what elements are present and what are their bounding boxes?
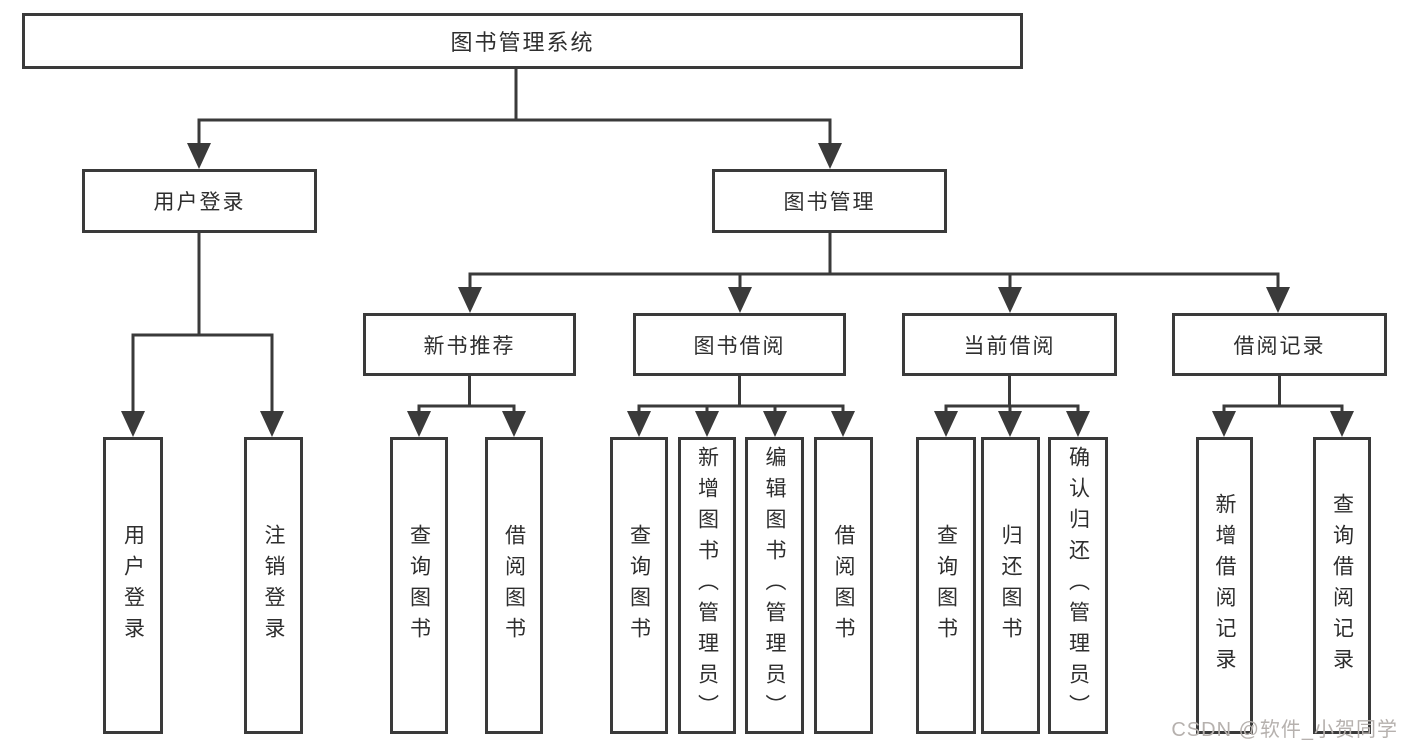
node-new-book-recommend: 新书推荐: [363, 313, 576, 376]
node-user-login: 用户登录: [82, 169, 317, 233]
leaf-add-book-admin-label: 新增图书（管理员）: [695, 446, 719, 725]
leaf-edit-book-admin: 编辑图书（管理员）: [745, 437, 804, 734]
node-library-management-system: 图书管理系统: [22, 13, 1023, 69]
leaf-borrow-books-borrowing: 借阅图书: [814, 437, 873, 734]
leaf-query-borrow-record-label: 查询借阅记录: [1330, 492, 1354, 679]
leaf-user-login: 用户登录: [103, 437, 163, 734]
leaf-confirm-return-admin-label: 确认归还（管理员）: [1066, 446, 1090, 725]
leaf-add-borrow-record-label: 新增借阅记录: [1213, 492, 1236, 679]
leaf-edit-book-admin-label: 编辑图书（管理员）: [763, 446, 786, 725]
leaf-logout-label: 注销登录: [262, 523, 285, 648]
node-borrowing-records: 借阅记录: [1172, 313, 1387, 376]
leaf-user-login-label: 用户登录: [121, 523, 145, 648]
node-book-management-label: 图书管理: [783, 191, 876, 214]
leaf-borrow-books-recommend-label: 借阅图书: [502, 523, 526, 648]
leaf-query-books-current: 查询图书: [916, 437, 976, 734]
leaf-add-book-admin: 新增图书（管理员）: [678, 437, 736, 734]
leaf-query-borrow-record: 查询借阅记录: [1313, 437, 1371, 734]
leaf-return-book: 归还图书: [981, 437, 1040, 734]
leaf-query-books-borrowing-label: 查询图书: [627, 523, 651, 648]
node-current-borrowing: 当前借阅: [902, 313, 1117, 376]
node-book-management: 图书管理: [712, 169, 947, 233]
csdn-watermark: CSDN @软件_小贺同学: [1171, 719, 1398, 741]
node-borrowing-records-label: 借阅记录: [1233, 334, 1326, 358]
leaf-query-books-borrowing: 查询图书: [610, 437, 668, 734]
leaf-borrow-books-recommend: 借阅图书: [485, 437, 543, 734]
node-user-login-label: 用户登录: [153, 191, 246, 214]
node-new-book-recommend-label: 新书推荐: [423, 334, 516, 358]
leaf-query-books-current-label: 查询图书: [934, 523, 958, 648]
node-library-management-system-label: 图书管理系统: [450, 30, 595, 55]
node-book-borrowing-label: 图书借阅: [693, 334, 786, 358]
node-current-borrowing-label: 当前借阅: [963, 334, 1056, 358]
leaf-add-borrow-record: 新增借阅记录: [1196, 437, 1253, 734]
leaf-query-books-recommend-label: 查询图书: [407, 523, 431, 648]
leaf-logout: 注销登录: [244, 437, 303, 734]
node-book-borrowing: 图书借阅: [633, 313, 846, 376]
leaf-borrow-books-borrowing-label: 借阅图书: [832, 523, 855, 648]
leaf-confirm-return-admin: 确认归还（管理员）: [1048, 437, 1108, 734]
leaf-return-book-label: 归还图书: [999, 523, 1022, 648]
leaf-query-books-recommend: 查询图书: [390, 437, 448, 734]
